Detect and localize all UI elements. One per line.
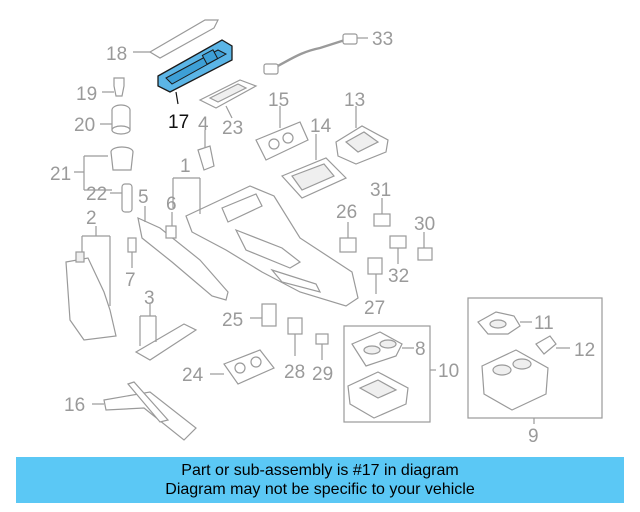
- callout-10: 10: [438, 361, 459, 382]
- part-31: 31: [370, 180, 391, 227]
- banner-line-2: Diagram may not be specific to your vehi…: [165, 481, 475, 498]
- part-4: 4: [197, 114, 215, 171]
- part-6: 6: [165, 194, 177, 239]
- part-26: 26: [336, 202, 357, 253]
- sub-assembly-9: 11 12 9: [467, 297, 603, 447]
- callout-19: 19: [76, 84, 97, 105]
- callout-18: 18: [106, 44, 127, 65]
- callout-20: 20: [74, 115, 95, 136]
- callout-26: 26: [336, 202, 357, 223]
- part-17-highlighted[interactable]: 17: [157, 39, 233, 133]
- part-20: 20: [74, 104, 131, 136]
- callout-13: 13: [344, 90, 365, 111]
- callout-8: 8: [415, 339, 426, 360]
- callout-2: 2: [86, 208, 97, 229]
- part-32: 32: [388, 235, 409, 287]
- callout-5: 5: [138, 187, 149, 208]
- part-1: 1: [172, 156, 359, 307]
- info-banner: Part or sub-assembly is #17 in diagram D…: [16, 457, 624, 503]
- callout-1: 1: [180, 156, 191, 177]
- callout-22: 22: [86, 184, 107, 205]
- part-5: 5: [137, 187, 229, 301]
- part-25: 25: [222, 303, 277, 331]
- part-24: 24: [182, 349, 275, 386]
- callout-23: 23: [222, 118, 243, 139]
- part-16: 16: [64, 381, 197, 441]
- part-22: 22: [86, 183, 133, 213]
- sub-assembly-10: 8 10: [343, 325, 459, 423]
- callout-12: 12: [574, 340, 595, 361]
- callout-32: 32: [388, 266, 409, 287]
- callout-15: 15: [268, 90, 289, 111]
- callout-28: 28: [284, 362, 305, 383]
- callout-7: 7: [125, 270, 136, 291]
- callout-6: 6: [166, 194, 177, 215]
- callout-16: 16: [64, 395, 85, 416]
- parts-diagram: 18 17 33 23 19 20 21: [50, 19, 603, 447]
- callout-25: 25: [222, 310, 243, 331]
- callout-3: 3: [144, 288, 155, 309]
- callout-29: 29: [312, 364, 333, 385]
- part-2: 2: [65, 208, 117, 341]
- callout-14: 14: [310, 116, 332, 137]
- part-33: 33: [263, 29, 393, 75]
- callout-33: 33: [372, 29, 393, 50]
- callout-27: 27: [364, 298, 385, 319]
- part-3: 3: [134, 288, 198, 361]
- callout-4: 4: [198, 114, 209, 135]
- callout-31: 31: [370, 180, 391, 201]
- part-23: 23: [198, 79, 258, 139]
- callout-21: 21: [50, 164, 71, 185]
- part-7: 7: [125, 237, 137, 291]
- part-18: 18: [106, 19, 219, 65]
- part-14: 14: [280, 116, 348, 199]
- part-30: 30: [414, 214, 435, 261]
- callout-30: 30: [414, 214, 435, 235]
- part-28: 28: [284, 317, 305, 383]
- part-21: 21: [50, 146, 134, 191]
- callout-11: 11: [534, 313, 554, 334]
- callout-24: 24: [182, 365, 204, 386]
- part-15: 15: [255, 90, 309, 161]
- banner-line-1: Part or sub-assembly is #17 in diagram: [181, 462, 459, 479]
- part-13: 13: [335, 90, 389, 165]
- part-29: 29: [312, 333, 333, 385]
- part-19: 19: [76, 77, 125, 105]
- callout-9: 9: [528, 426, 539, 447]
- part-27: 27: [364, 257, 385, 319]
- callout-17: 17: [168, 112, 189, 133]
